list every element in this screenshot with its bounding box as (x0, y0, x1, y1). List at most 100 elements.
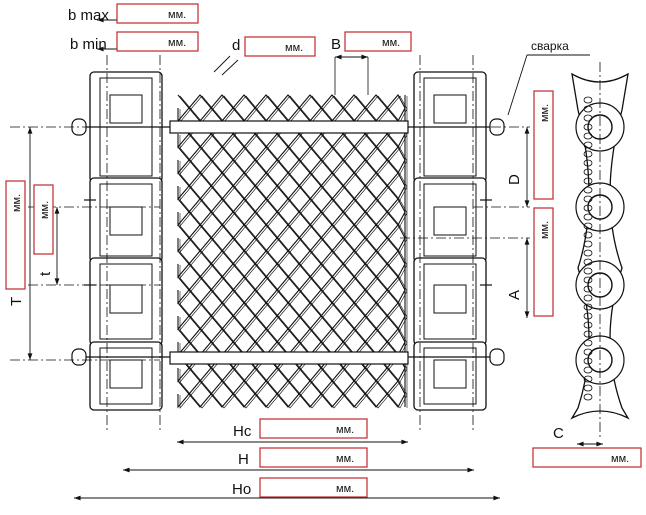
mesh-wire (177, 211, 406, 227)
mesh-edge (583, 357, 593, 365)
arrow-head (361, 54, 368, 60)
mesh-wire (177, 107, 406, 123)
arrow-head (123, 467, 130, 473)
field-d[interactable]: мм. (244, 36, 316, 57)
arrow-head (97, 17, 104, 23)
field-T[interactable]: мм. (5, 180, 26, 290)
mesh-edge (583, 366, 593, 374)
mesh-wire-shadow (179, 95, 408, 110)
field-Hc[interactable]: мм. (259, 418, 368, 439)
mesh-edge (583, 339, 593, 347)
unit-b-max: мм. (168, 9, 186, 21)
mesh-wire (177, 276, 406, 291)
arrow-head (467, 467, 474, 473)
mesh-wire-shadow (179, 329, 408, 344)
mesh-wire-shadow (179, 186, 408, 201)
field-t[interactable]: мм. (33, 184, 54, 255)
mesh-edge (583, 393, 593, 401)
field-B[interactable]: мм. (344, 31, 412, 52)
chain-roller (433, 359, 467, 389)
mesh-edge (583, 375, 593, 383)
mesh-edge (583, 258, 593, 266)
mesh-wire-shadow (179, 277, 408, 292)
unit-B: мм. (382, 37, 400, 49)
unit-D: мм. (539, 104, 551, 122)
arrow-head (524, 238, 530, 245)
mesh-wire-shadow (179, 394, 408, 409)
mesh-wire-shadow (179, 199, 408, 214)
pin-head (71, 348, 87, 366)
mesh-wire (177, 250, 406, 265)
mesh-edge (583, 384, 593, 392)
arrow-head (493, 495, 500, 501)
mesh-wire (177, 302, 406, 317)
chain-link-inner (423, 183, 477, 257)
mesh-wire-shadow (179, 173, 408, 188)
arrow-head (97, 46, 104, 52)
arrow-head (74, 495, 81, 501)
label-C: C (553, 425, 564, 442)
mesh-edge (583, 240, 593, 248)
chain-link-inner (423, 347, 477, 405)
mesh-edge (583, 204, 593, 212)
unit-t: мм. (39, 201, 51, 219)
field-D[interactable]: мм. (533, 90, 554, 200)
chain-roller (433, 206, 467, 236)
mesh-wire-shadow (179, 303, 408, 318)
label-weld: сварка (531, 39, 569, 53)
mesh-wire (177, 185, 406, 201)
label-b-max: b max (68, 7, 109, 24)
mesh-wire-shadow (179, 264, 408, 279)
field-b-max[interactable]: мм. (116, 3, 199, 24)
field-H[interactable]: мм. (259, 447, 368, 468)
wire-mesh (169, 94, 409, 409)
mesh-edge (583, 195, 593, 203)
mesh-wire-shadow (179, 251, 408, 266)
field-A[interactable]: мм. (533, 207, 554, 317)
arrow-head (27, 127, 33, 134)
mesh-edge (583, 168, 593, 176)
field-C[interactable]: мм. (532, 447, 642, 468)
mesh-edge (583, 132, 593, 140)
field-b-min[interactable]: мм. (116, 31, 199, 52)
mesh-wire-shadow (179, 212, 408, 227)
unit-C: мм. (611, 453, 629, 465)
mesh-edge (583, 213, 593, 221)
unit-H: мм. (336, 453, 354, 465)
mesh-edge (583, 114, 593, 122)
mesh-wire-shadow (179, 290, 408, 305)
unit-b-min: мм. (168, 37, 186, 49)
arrow-head (54, 278, 60, 285)
mesh-wire (177, 380, 406, 395)
mesh-wire-shadow (179, 368, 408, 383)
arrow-head (577, 441, 584, 447)
bottom-rod (169, 351, 409, 365)
chain-link-inner (99, 347, 153, 405)
arrow-head (524, 200, 530, 207)
arrow-head (524, 311, 530, 318)
mesh-wire-shadow (179, 316, 408, 331)
mesh-wire-shadow (179, 238, 408, 253)
mesh-edge (583, 105, 593, 113)
mesh-wire-shadow (179, 225, 408, 240)
mesh-edge (583, 231, 593, 239)
mesh-edge (583, 141, 593, 149)
mesh-wire-shadow (179, 108, 408, 123)
mesh-wire (177, 263, 406, 279)
mesh-edge (583, 249, 593, 257)
mesh-wire-shadow (179, 381, 408, 396)
chain-link-inner (99, 263, 153, 340)
arrow-head (54, 207, 60, 214)
mesh-edge (583, 96, 593, 104)
label-B: B (331, 36, 341, 53)
field-Ho[interactable]: мм. (259, 477, 368, 498)
chain-link-inner (99, 183, 153, 257)
mesh-edge (583, 321, 593, 329)
mesh-edge (583, 123, 593, 131)
mesh-wire (177, 133, 406, 149)
mesh-edge (583, 312, 593, 320)
label-Ho: Ho (232, 481, 251, 498)
label-A: A (506, 290, 523, 300)
mesh-wire (177, 393, 406, 409)
